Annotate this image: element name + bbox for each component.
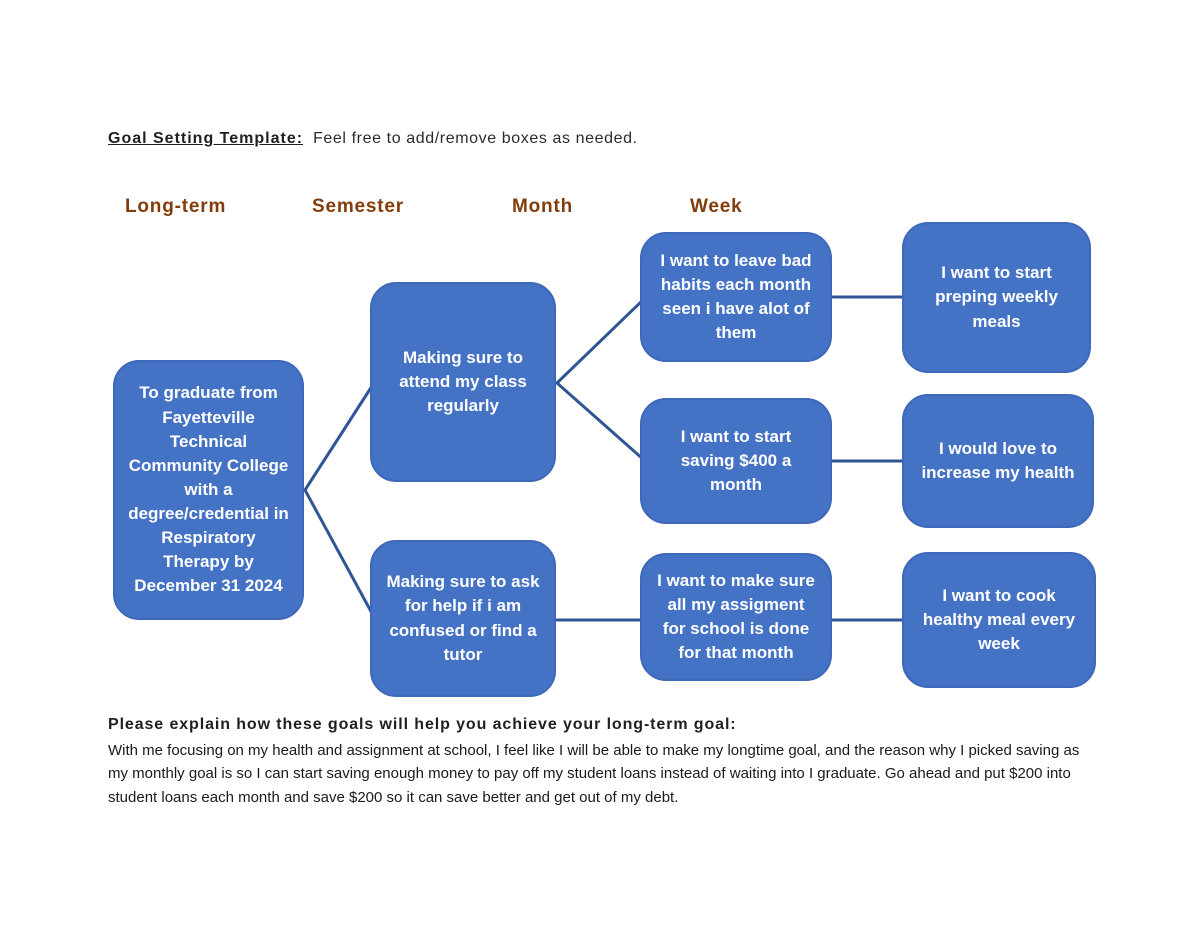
column-header-month: Month	[512, 196, 573, 217]
document-title-note: Feel free to add/remove boxes as needed.	[313, 130, 638, 147]
goal-box-month-3-text: I want to make sure all my assigment for…	[657, 570, 815, 663]
goal-box-semester-2: Making sure to ask for help if i am conf…	[370, 540, 556, 697]
goal-box-month-2: I want to start saving $400 a month	[640, 398, 832, 524]
goal-box-month-1: I want to leave bad habits each month se…	[640, 232, 832, 362]
goal-box-month-2-text: I want to start saving $400 a month	[680, 426, 792, 495]
column-header-week: Week	[690, 196, 743, 217]
column-header-long-term: Long-term	[125, 196, 227, 217]
goal-box-week-2-text: I would love to increase my health	[921, 438, 1075, 482]
column-header-semester: Semester	[312, 196, 404, 217]
explanation-heading: Please explain how these goals will help…	[108, 716, 737, 733]
goal-box-semester-1-text: Making sure to attend my class regularly	[399, 347, 527, 416]
goal-box-semester-2-text: Making sure to ask for help if i am conf…	[386, 572, 540, 664]
goal-box-long-term-text: To graduate from Fayetteville Technical …	[128, 383, 289, 596]
goal-box-week-1-text: I want to start preping weekly meals	[935, 263, 1058, 331]
goal-box-week-3-text: I want to cook healthy meal every week	[922, 585, 1076, 654]
document-title: Goal Setting Template: Feel free to add/r…	[108, 130, 638, 148]
goal-box-week-1: I want to start preping weekly meals	[902, 222, 1091, 373]
goal-box-semester-1: Making sure to attend my class regularly	[370, 282, 556, 482]
explanation-body: With me focusing on my health and assign…	[108, 742, 1080, 806]
goal-box-month-1-text: I want to leave bad habits each month se…	[660, 250, 812, 343]
goal-box-long-term: To graduate from Fayetteville Technical …	[113, 360, 304, 620]
goal-box-week-3: I want to cook healthy meal every week	[902, 552, 1096, 688]
goal-box-month-3: I want to make sure all my assigment for…	[640, 553, 832, 681]
document-title-label: Goal Setting Template:	[108, 130, 304, 147]
goal-box-week-2: I would love to increase my health	[902, 394, 1094, 528]
